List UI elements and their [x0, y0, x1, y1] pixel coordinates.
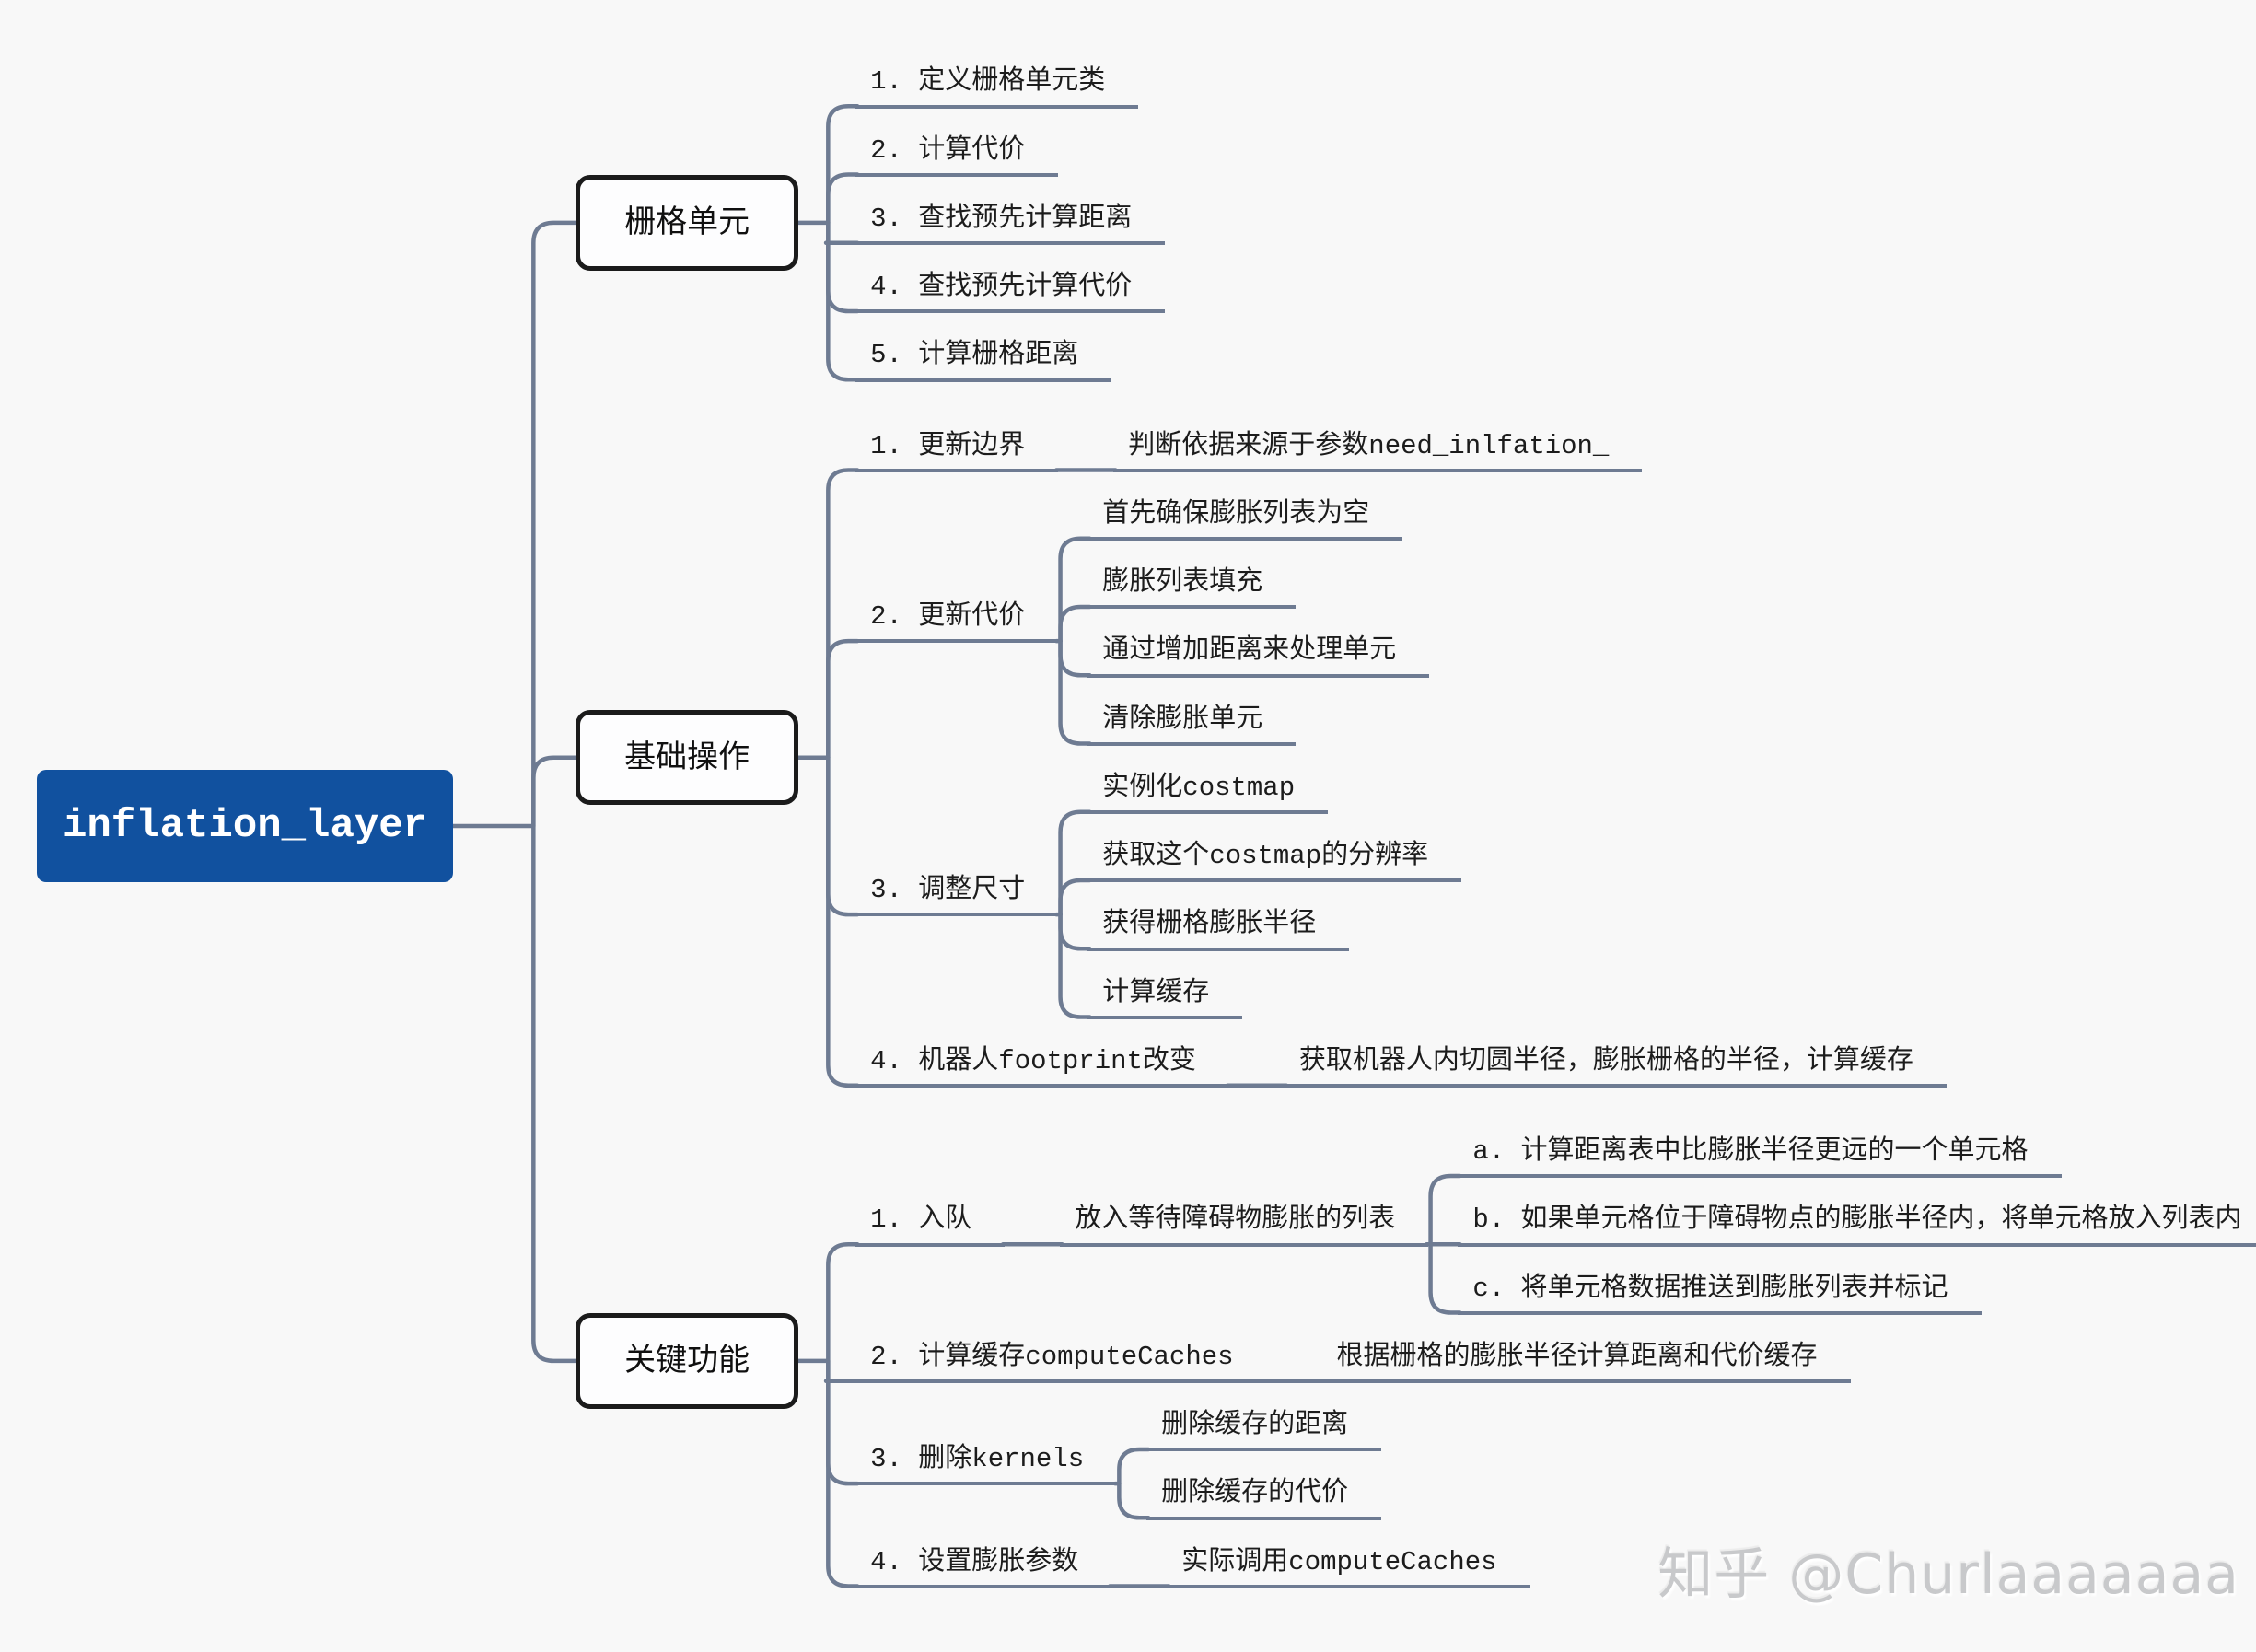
children-group: 实例化costmap 获取这个costmap的分辨率获得栅格膨胀半径计算缓存	[1058, 770, 1462, 1019]
children-group: 判断依据来源于参数need_inlfation_	[1113, 428, 1643, 472]
children-group: 实际调用computeCaches	[1167, 1544, 1530, 1588]
children-group: 1. 定义栅格单元类 2. 计算代价 3. 查找预先计算距离 4. 查找预先计算代价 5…	[826, 64, 1166, 382]
sub-topic[interactable]: 1. 更新边界	[855, 428, 1059, 472]
sub-topic[interactable]: 通过增加距离来处理单元	[1087, 633, 1430, 678]
subtree: 膨胀列表填充	[1087, 564, 1429, 610]
sub-topic[interactable]: 4. 查找预先计算代价	[855, 269, 1166, 314]
sub-topic[interactable]: 5. 计算栅格距离	[855, 337, 1112, 382]
subtree: 1. 入队 放入等待障碍物膨胀的列表 a. 计算距离表中比膨胀半径更远的一个单元格 b…	[855, 1134, 2256, 1315]
sub-topic[interactable]: 2. 计算代价	[855, 133, 1059, 177]
subtree: 根据栅格的膨胀半径计算距离和代价缓存	[1321, 1339, 1851, 1383]
subtree: 3. 调整尺寸 实例化costmap 获取这个costmap的分辨率获得栅格膨胀半径…	[855, 770, 1947, 1019]
subtree: 1. 更新边界 判断依据来源于参数need_inlfation_	[855, 428, 1947, 472]
subtree: 放入等待障碍物膨胀的列表 a. 计算距离表中比膨胀半径更远的一个单元格 b. 如果单…	[1060, 1134, 2256, 1315]
subtree: 获得栅格膨胀半径	[1087, 906, 1461, 951]
subtree: 2. 计算代价	[855, 133, 1165, 177]
children-group: 栅格单元 1. 定义栅格单元类 2. 计算代价 3. 查找预先计算距离 4. 查找预先计…	[531, 64, 2256, 1588]
subtree: inflation_layer 栅格单元 1. 定义栅格单元类 2. 计算代价 3. 查…	[37, 64, 2256, 1588]
children-group: 1. 入队 放入等待障碍物膨胀的列表 a. 计算距离表中比膨胀半径更远的一个单元格 b…	[826, 1134, 2256, 1588]
sub-topic[interactable]: 实例化costmap	[1087, 770, 1329, 814]
sub-topic[interactable]: 清除膨胀单元	[1087, 702, 1297, 746]
children-group: 首先确保膨胀列表为空膨胀列表填充通过增加距离来处理单元清除膨胀单元	[1058, 496, 1430, 746]
sub-topic[interactable]: 2. 计算缓存computeCaches	[855, 1339, 1267, 1383]
sub-topic[interactable]: 1. 入队	[855, 1202, 1006, 1247]
children-group: 根据栅格的膨胀半径计算距离和代价缓存	[1321, 1339, 1851, 1383]
sub-topic[interactable]: 根据栅格的膨胀半径计算距离和代价缓存	[1321, 1339, 1851, 1383]
subtree: 4. 机器人footprint改变 获取机器人内切圆半径，膨胀栅格的半径，计算缓存	[855, 1043, 1947, 1088]
subtree: 首先确保膨胀列表为空	[1087, 496, 1429, 541]
subtree: a. 计算距离表中比膨胀半径更远的一个单元格	[1458, 1134, 2256, 1179]
children-group: a. 计算距离表中比膨胀半径更远的一个单元格 b. 如果单元格位于障碍物点的膨胀半…	[1428, 1134, 2256, 1315]
subtree: 通过增加距离来处理单元	[1087, 633, 1430, 678]
sub-topic[interactable]: 获取这个costmap的分辨率	[1087, 838, 1462, 883]
branch-topic[interactable]: 基础操作	[576, 710, 799, 806]
subtree: 2. 更新代价首先确保膨胀列表为空膨胀列表填充通过增加距离来处理单元清除膨胀单元	[855, 496, 1947, 746]
sub-topic[interactable]: c. 将单元格数据推送到膨胀列表并标记	[1458, 1271, 1982, 1315]
subtree: b. 如果单元格位于障碍物点的膨胀半径内，将单元格放入列表内	[1458, 1202, 2256, 1247]
children-group: 放入等待障碍物膨胀的列表 a. 计算距离表中比膨胀半径更远的一个单元格 b. 如果单…	[1060, 1134, 2256, 1315]
subtree: 3. 查找预先计算距离	[855, 201, 1166, 245]
subtree: 基础操作 1. 更新边界 判断依据来源于参数need_inlfation_ 2. 更新…	[576, 428, 2256, 1088]
children-group: 获取机器人内切圆半径，膨胀栅格的半径，计算缓存	[1284, 1043, 1947, 1088]
subtree: 实际调用computeCaches	[1167, 1544, 1530, 1588]
subtree: 判断依据来源于参数need_inlfation_	[1113, 428, 1643, 472]
sub-topic[interactable]: 4. 设置膨胀参数	[855, 1544, 1112, 1588]
sub-topic[interactable]: 3. 查找预先计算距离	[855, 201, 1166, 245]
branch-topic[interactable]: 栅格单元	[576, 175, 799, 271]
sub-topic[interactable]: 计算缓存	[1087, 975, 1243, 1019]
subtree: 获取这个costmap的分辨率	[1087, 838, 1462, 883]
sub-topic[interactable]: 4. 机器人footprint改变	[855, 1043, 1229, 1088]
sub-topic[interactable]: 获取机器人内切圆半径，膨胀栅格的半径，计算缓存	[1284, 1043, 1947, 1088]
subtree: 4. 设置膨胀参数 实际调用computeCaches	[855, 1544, 2256, 1588]
subtree: 计算缓存	[1087, 975, 1461, 1019]
sub-topic[interactable]: 删除缓存的代价	[1146, 1475, 1382, 1520]
subtree: 4. 查找预先计算代价	[855, 269, 1166, 314]
subtree: 实例化costmap	[1087, 770, 1461, 814]
subtree: 获取机器人内切圆半径，膨胀栅格的半径，计算缓存	[1284, 1043, 1947, 1088]
sub-topic[interactable]: 判断依据来源于参数need_inlfation_	[1113, 428, 1643, 472]
children-group: 1. 更新边界判断依据来源于参数need_inlfation_2. 更新代价首先…	[826, 428, 1947, 1088]
subtree: 删除缓存的代价	[1146, 1475, 1382, 1520]
sub-topic[interactable]: 3. 删除kernels	[855, 1441, 1118, 1486]
sub-topic[interactable]: 放入等待障碍物膨胀的列表	[1060, 1202, 1429, 1247]
sub-topic[interactable]: 膨胀列表填充	[1087, 564, 1297, 610]
subtree: c. 将单元格数据推送到膨胀列表并标记	[1458, 1271, 2256, 1315]
sub-topic[interactable]: 首先确保膨胀列表为空	[1087, 496, 1403, 541]
sub-topic[interactable]: 1. 定义栅格单元类	[855, 64, 1139, 109]
subtree: 2. 计算缓存computeCaches 根据栅格的膨胀半径计算距离和代价缓存	[855, 1339, 2256, 1383]
subtree: 清除膨胀单元	[1087, 702, 1429, 746]
root-topic[interactable]: inflation_layer	[37, 769, 454, 883]
subtree: 删除缓存的距离	[1146, 1407, 1382, 1452]
sub-topic[interactable]: a. 计算距离表中比膨胀半径更远的一个单元格	[1458, 1134, 2062, 1179]
sub-topic[interactable]: 实际调用computeCaches	[1167, 1544, 1530, 1588]
children-group: 删除缓存的距离删除缓存的代价	[1117, 1407, 1382, 1520]
sub-topic[interactable]: 获得栅格膨胀半径	[1087, 906, 1350, 951]
branch-topic[interactable]: 关键功能	[576, 1313, 799, 1409]
subtree: 栅格单元 1. 定义栅格单元类 2. 计算代价 3. 查找预先计算距离 4. 查找预先计…	[576, 64, 2256, 382]
sub-topic[interactable]: 2. 更新代价	[855, 599, 1059, 644]
subtree: 5. 计算栅格距离	[855, 337, 1165, 382]
zhihu-watermark: 知乎 @Churlaaaaaaa	[1657, 1542, 2239, 1607]
sub-topic[interactable]: 删除缓存的距离	[1146, 1407, 1382, 1452]
sub-topic[interactable]: 3. 调整尺寸	[855, 872, 1059, 917]
sub-topic[interactable]: b. 如果单元格位于障碍物点的膨胀半径内，将单元格放入列表内	[1458, 1202, 2256, 1247]
subtree: 1. 定义栅格单元类	[855, 64, 1165, 109]
